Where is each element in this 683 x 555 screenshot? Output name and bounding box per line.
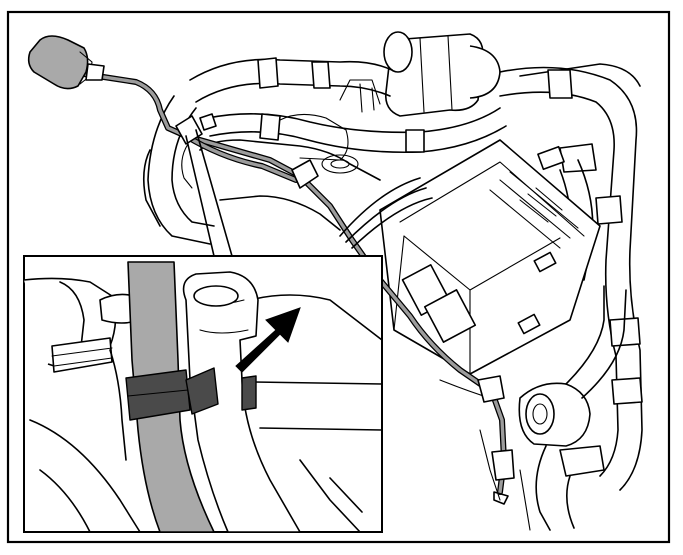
inset-leader-lines xyxy=(185,129,233,257)
frame-border xyxy=(6,10,671,544)
direction-arrow-icon xyxy=(235,307,301,373)
inset-detail-view xyxy=(23,255,383,533)
harness-clip xyxy=(175,113,217,189)
wiring-harness xyxy=(81,71,515,505)
ecu-module xyxy=(379,139,601,375)
harness-connector xyxy=(27,35,105,90)
engine-assembly xyxy=(142,31,643,531)
